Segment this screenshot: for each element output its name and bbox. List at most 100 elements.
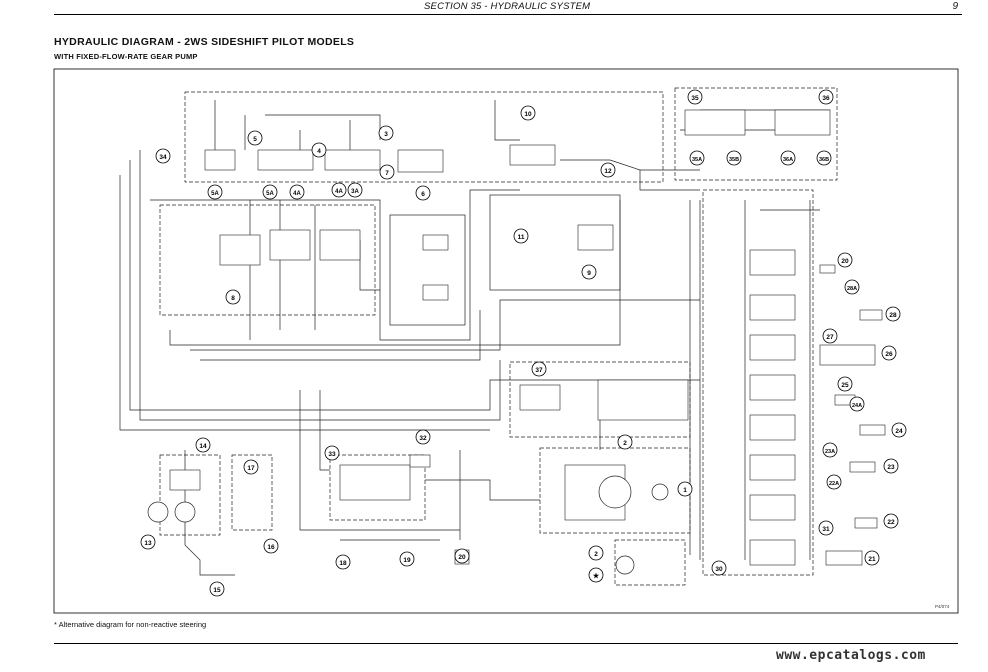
sideshift-enclosure	[674, 87, 838, 181]
callout-34: 34	[155, 148, 171, 164]
svg-text:4A: 4A	[335, 189, 343, 195]
callout-4a-2: 4A	[331, 182, 347, 198]
svg-text:10: 10	[524, 111, 532, 118]
callout-23: 23	[883, 458, 899, 474]
svg-text:34: 34	[159, 154, 167, 161]
priority-valve-enclosure	[329, 454, 426, 521]
callout-36: 36	[818, 89, 834, 105]
callout-37: 37	[531, 361, 547, 377]
callout-31: 31	[818, 520, 834, 536]
svg-text:33: 33	[328, 451, 336, 458]
callout-5a-2: 5A	[262, 184, 278, 200]
callout-3a: 3A	[347, 182, 363, 198]
callout-36a: 36A	[780, 150, 796, 166]
valve-bank-enclosure	[184, 91, 664, 183]
callout-28: 28	[885, 306, 901, 322]
svg-text:12: 12	[604, 168, 612, 175]
callout-6: 6	[415, 185, 431, 201]
callout-35: 35	[687, 89, 703, 105]
callout-8: 8	[225, 289, 241, 305]
svg-text:23A: 23A	[825, 449, 835, 455]
watermark: www.epcatalogs.com	[776, 648, 926, 663]
callout-star: ★	[588, 567, 604, 583]
loader-valve-enclosure	[159, 204, 376, 316]
callout-13: 13	[140, 534, 156, 550]
callout-4: 4	[311, 142, 327, 158]
section-title: SECTION 35 - HYDRAULIC SYSTEM	[424, 1, 591, 12]
callout-5a: 5A	[207, 184, 223, 200]
callout-33: 33	[324, 445, 340, 461]
backhoe-valve-enclosure	[702, 189, 814, 576]
callout-23a: 23A	[822, 442, 838, 458]
svg-text:1: 1	[683, 487, 687, 494]
svg-text:5: 5	[253, 136, 257, 143]
svg-text:21: 21	[868, 556, 876, 563]
svg-text:35: 35	[691, 95, 699, 102]
svg-text:4A: 4A	[293, 191, 301, 197]
svg-text:28A: 28A	[847, 286, 857, 292]
svg-text:13: 13	[144, 540, 152, 547]
pump-symbols	[147, 475, 669, 575]
figure-code: P4/074	[935, 604, 950, 609]
callout-4a: 4A	[289, 184, 305, 200]
svg-text:8: 8	[231, 295, 235, 302]
footnote: * Alternative diagram for non-reactive s…	[54, 620, 207, 629]
callout-15: 15	[209, 581, 225, 597]
svg-text:2: 2	[594, 551, 598, 558]
svg-text:28: 28	[889, 312, 897, 319]
diagram-subtitle: WITH FIXED-FLOW-RATE GEAR PUMP	[54, 52, 198, 61]
callout-35a: 35A	[689, 150, 705, 166]
callout-35b: 35B	[726, 150, 742, 166]
svg-text:9: 9	[587, 270, 591, 277]
alt-steering-enclosure	[614, 539, 686, 586]
callout-24: 24	[891, 422, 907, 438]
component-blocks	[169, 109, 886, 566]
svg-text:19: 19	[403, 557, 411, 564]
svg-text:36A: 36A	[783, 157, 793, 163]
callout-27: 27	[822, 328, 838, 344]
svg-text:24A: 24A	[852, 403, 862, 409]
callout-1: 1	[677, 481, 693, 497]
svg-text:3: 3	[384, 131, 388, 138]
svg-text:7: 7	[385, 170, 389, 177]
svg-text:27: 27	[826, 334, 834, 341]
svg-text:2: 2	[623, 440, 627, 447]
svg-text:5A: 5A	[211, 191, 219, 197]
svg-text:3A: 3A	[351, 189, 359, 195]
svg-text:14: 14	[199, 443, 207, 450]
svg-text:20: 20	[841, 258, 849, 265]
svg-text:26: 26	[885, 351, 893, 358]
callout-5: 5	[247, 130, 263, 146]
callout-2a: 2	[617, 434, 633, 450]
callout-9: 9	[581, 264, 597, 280]
footer-rule	[54, 643, 958, 644]
svg-text:35B: 35B	[729, 157, 739, 163]
svg-text:32: 32	[419, 435, 427, 442]
svg-text:17: 17	[247, 465, 255, 472]
svg-text:6: 6	[421, 191, 425, 198]
pump-enclosure	[159, 454, 221, 536]
callout-7: 7	[379, 164, 395, 180]
svg-text:36B: 36B	[819, 157, 829, 163]
callout-12: 12	[600, 162, 616, 178]
callout-3: 3	[378, 125, 394, 141]
callout-10: 10	[520, 105, 536, 121]
callout-22: 22	[883, 513, 899, 529]
svg-text:18: 18	[339, 560, 347, 567]
pilot-valve-block	[389, 214, 466, 326]
figure-border	[53, 68, 959, 614]
svg-text:22A: 22A	[829, 481, 839, 487]
callout-22a: 22A	[826, 474, 842, 490]
callout-28a: 28A	[844, 279, 860, 295]
svg-text:★: ★	[593, 572, 600, 580]
callout-30: 30	[711, 560, 727, 576]
svg-text:16: 16	[267, 544, 275, 551]
callout-20a: 20	[837, 252, 853, 268]
callout-19: 19	[399, 551, 415, 567]
page-header: SECTION 35 - HYDRAULIC SYSTEM 9	[54, 0, 962, 15]
callout-14: 14	[195, 437, 211, 453]
component-callouts: 34 5 4 3 7 5A 5A 4A 4A 3A 6 8 10 12 11 9…	[140, 89, 907, 597]
page-number: 9	[952, 1, 958, 12]
svg-text:23: 23	[887, 464, 895, 471]
